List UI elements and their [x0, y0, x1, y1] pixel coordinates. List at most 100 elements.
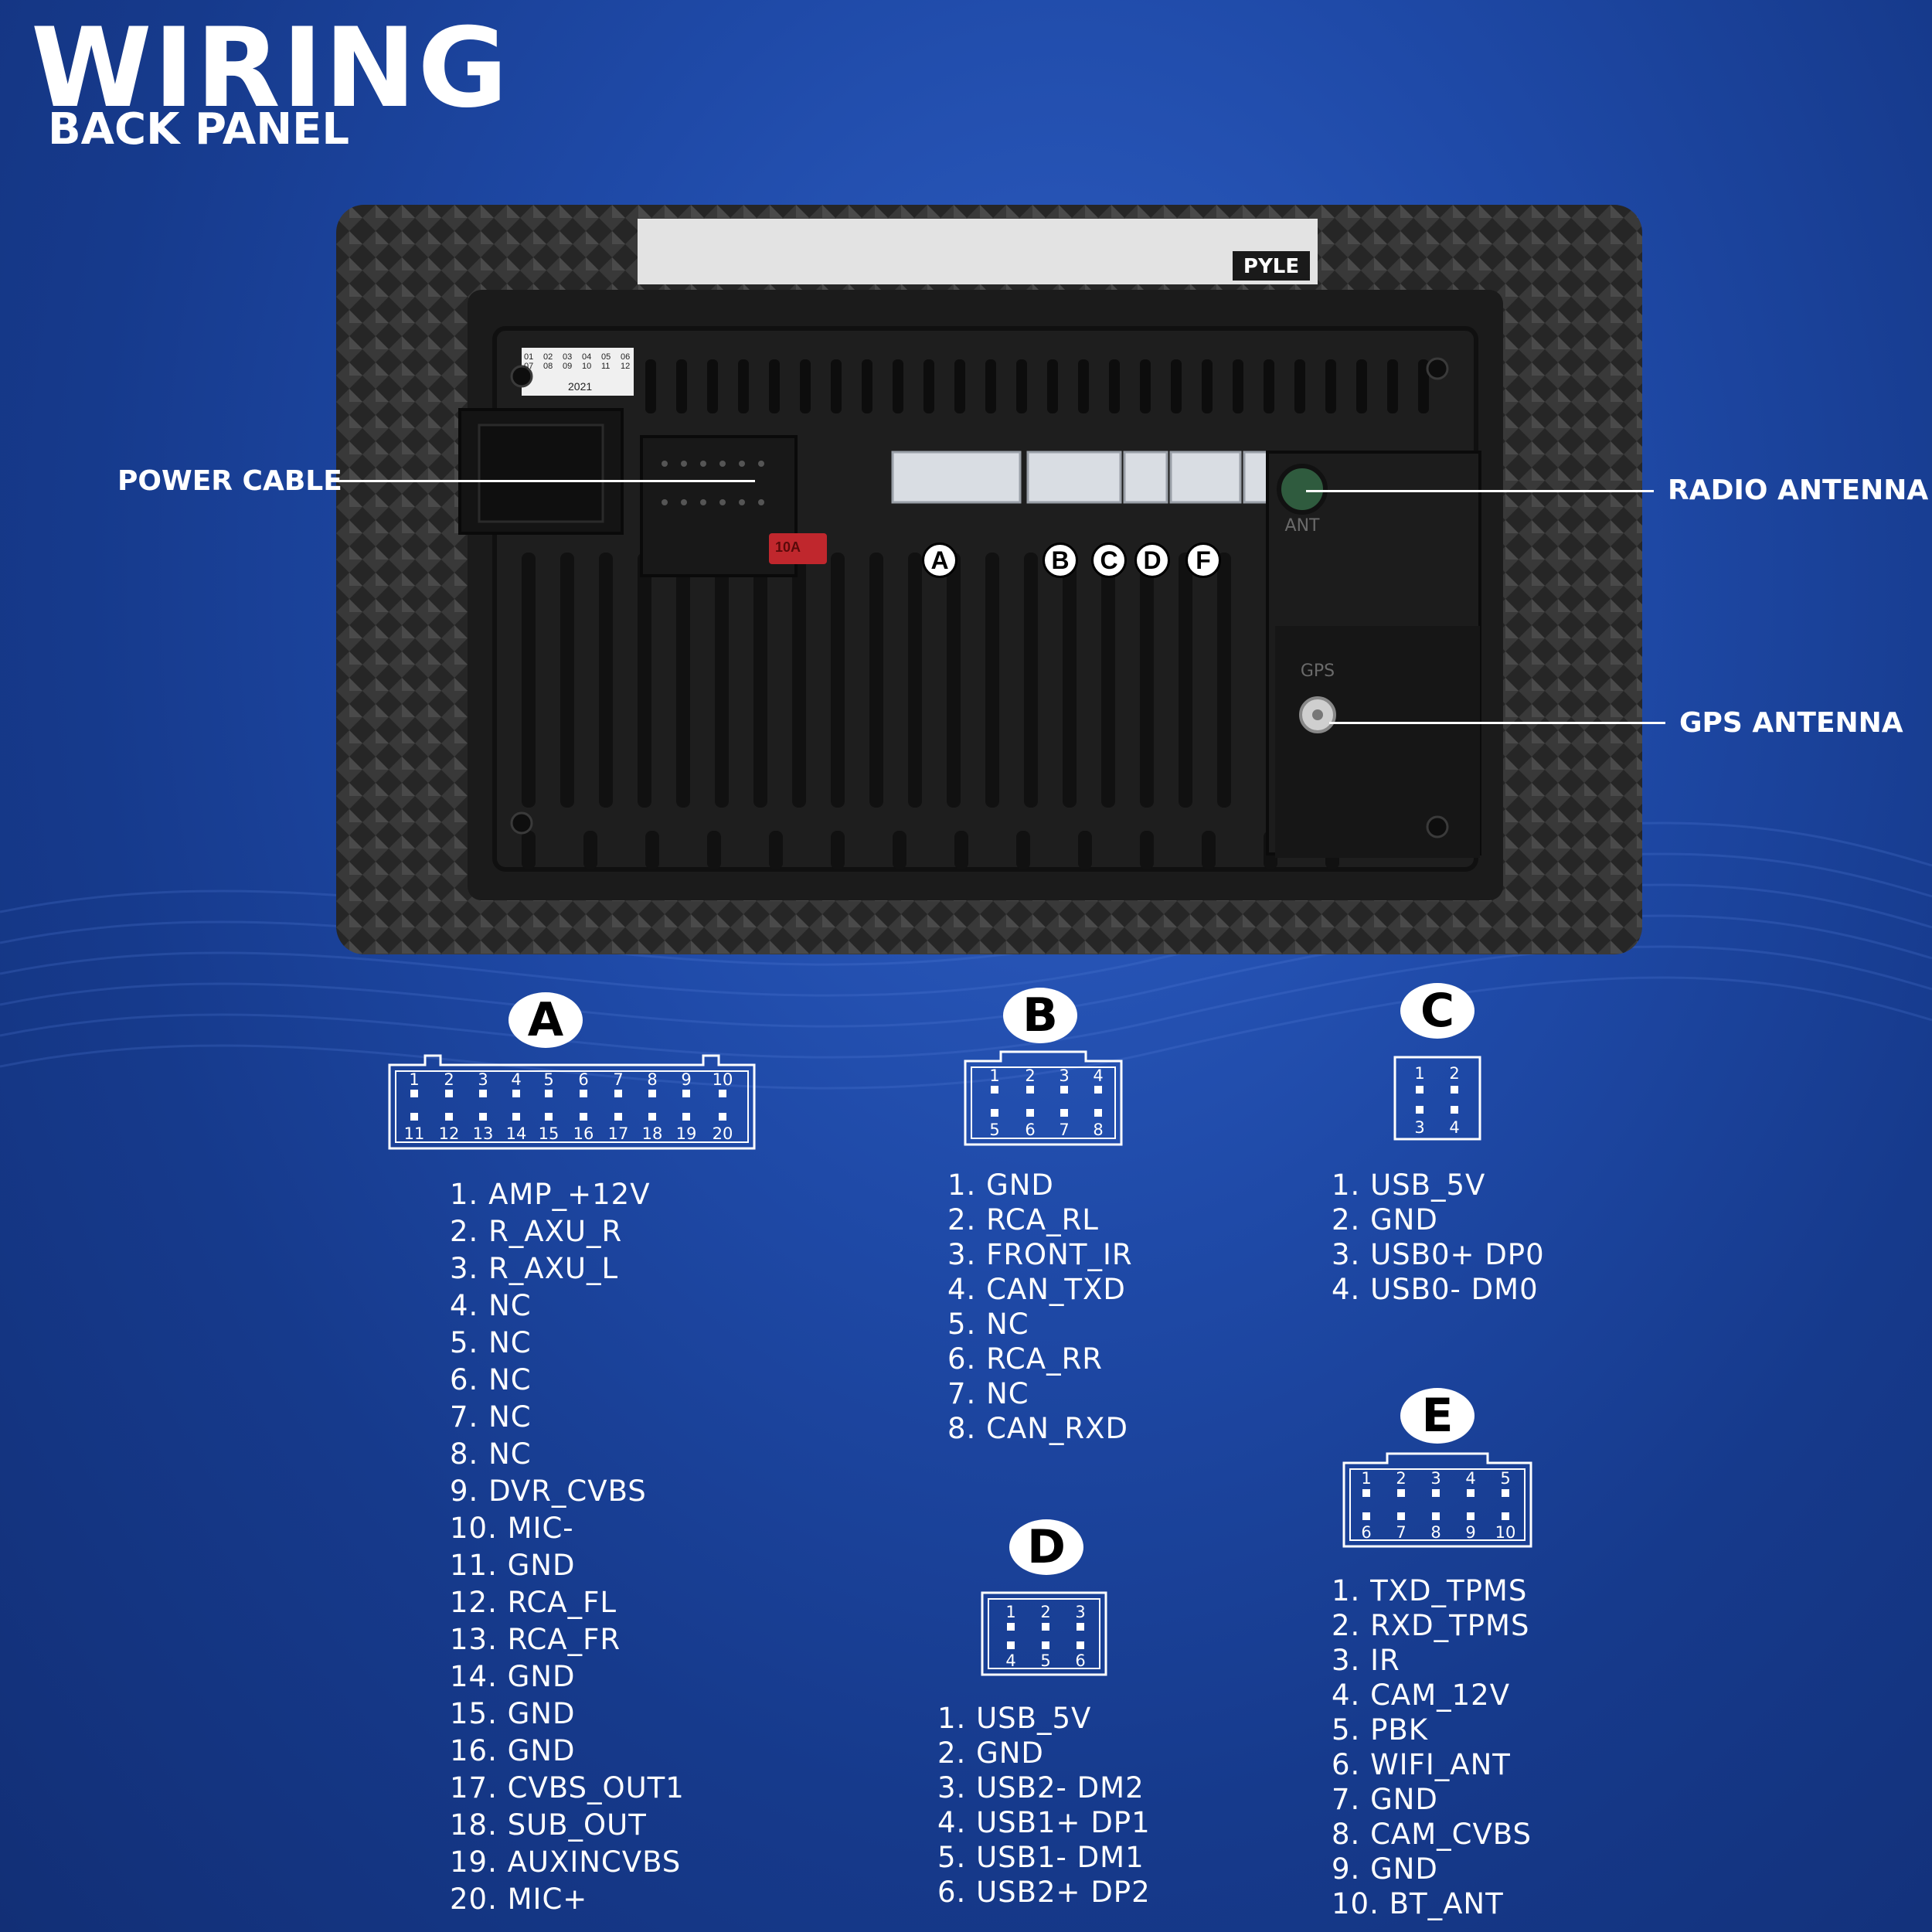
pin-number: 19 [676, 1124, 697, 1143]
pin-number: 6 [1025, 1121, 1035, 1139]
pin-entry: 1. GND [947, 1168, 1054, 1202]
sticker-number: 10 [582, 362, 592, 371]
gps-antenna-leader [1329, 722, 1665, 724]
brand-logo: PYLE [1243, 255, 1299, 278]
pin-number: 18 [642, 1124, 663, 1143]
pin-number: 13 [473, 1124, 494, 1143]
pin-entry: 18. SUB_OUT [450, 1808, 647, 1842]
pin-number: 3 [1059, 1066, 1069, 1085]
pin-entry: 4. CAM_12V [1332, 1679, 1511, 1712]
pin-entry: 2. GND [937, 1736, 1044, 1770]
pin-entry: 7. NC [947, 1377, 1029, 1410]
device-back-panel: PYLE ANT GPS [336, 205, 1642, 954]
pin-number: 4 [1465, 1469, 1475, 1488]
connector-a-badge: A [509, 992, 583, 1048]
fuse [769, 533, 827, 564]
date-sticker [522, 348, 634, 396]
pin-number: 17 [608, 1124, 629, 1143]
connector-b-diagram: 1 2 3 4 5 6 7 8 [964, 1050, 1123, 1146]
pin-number: 3 [1414, 1118, 1424, 1137]
pin-entry: 3. USB2- DM2 [937, 1771, 1145, 1804]
pin-entry: 5. PBK [1332, 1713, 1429, 1747]
pin-entry: 5. USB1- DM1 [937, 1841, 1145, 1874]
pin-entry: 15. GND [450, 1697, 576, 1730]
connector-a-diagram: 1 2 3 4 5 6 7 8 9 10 11 12 13 14 15 16 1… [388, 1054, 756, 1150]
pin-number: 11 [404, 1124, 425, 1143]
pin-entry: 8. CAN_RXD [947, 1412, 1128, 1445]
pin-entry: 8. NC [450, 1437, 532, 1471]
pin-entry: 7. GND [1332, 1783, 1438, 1816]
pin-number: 16 [573, 1124, 594, 1143]
pin-number: 2 [1396, 1469, 1406, 1488]
pin-number: 1 [1361, 1469, 1371, 1488]
pin-number: 7 [1059, 1121, 1069, 1139]
connector-d-diagram: 1 2 3 4 5 6 [981, 1591, 1107, 1676]
pin-number: 6 [578, 1070, 588, 1089]
sticker-number: 05 [601, 352, 611, 362]
pin-entry: 1. USB_5V [937, 1702, 1092, 1735]
pin-number: 1 [409, 1070, 419, 1089]
port-d-badge: D [1134, 543, 1170, 578]
sticker-number: 04 [582, 352, 592, 362]
pin-number: 5 [989, 1121, 999, 1139]
port-b-badge: B [1043, 543, 1078, 578]
sticker-number: 09 [563, 362, 573, 371]
pin-number: 1 [989, 1066, 999, 1085]
connector-d-badge: D [1009, 1519, 1083, 1575]
pin-entry: 4. NC [450, 1289, 532, 1322]
pin-number: 4 [1005, 1651, 1015, 1670]
pin-entry: 20. MIC+ [450, 1883, 588, 1916]
pin-number: 2 [1025, 1066, 1035, 1085]
sticker-number: 11 [601, 362, 611, 371]
pin-entry: 1. AMP_+12V [450, 1178, 651, 1211]
sticker-year: 2021 [568, 380, 593, 393]
pin-entry: 6. USB2+ DP2 [937, 1876, 1151, 1909]
radio-antenna-leader [1306, 490, 1654, 492]
radio-antenna-jack [1277, 464, 1328, 515]
pin-entry: 2. RCA_RL [947, 1203, 1099, 1236]
pin-number: 10 [1495, 1523, 1516, 1542]
sticker-number-grid: 01 02 03 04 05 06 07 08 09 10 11 12 [524, 352, 640, 371]
pin-entry: 11. GND [450, 1549, 576, 1582]
pin-number: 10 [713, 1070, 733, 1089]
pin-number: 9 [1465, 1523, 1475, 1542]
pin-entry: 10. BT_ANT [1332, 1887, 1504, 1920]
pin-entry: 16. GND [450, 1734, 576, 1767]
pin-entry: 5. NC [947, 1308, 1029, 1341]
pin-entry: 5. NC [450, 1326, 532, 1359]
pin-number: 4 [1449, 1118, 1459, 1137]
pin-number: 4 [1093, 1066, 1103, 1085]
pin-number: 12 [439, 1124, 460, 1143]
pin-entry: 6. NC [450, 1363, 532, 1396]
connector-b-badge: B [1003, 988, 1077, 1043]
pin-number: 2 [1040, 1603, 1050, 1621]
port-f-badge: F [1185, 543, 1221, 578]
power-cable-leader [326, 480, 755, 482]
pin-entry: 1. TXD_TPMS [1332, 1574, 1528, 1607]
sticker-number: 12 [621, 362, 631, 371]
connector-c-diagram: 1 2 3 4 [1393, 1056, 1481, 1141]
sticker-number: 08 [543, 362, 553, 371]
pin-number: 5 [543, 1070, 553, 1089]
pin-number: 5 [1500, 1469, 1510, 1488]
pin-number: 8 [1430, 1523, 1440, 1542]
connector-e-diagram: 1 2 3 4 5 6 7 8 9 10 [1342, 1452, 1532, 1548]
pin-number: 7 [1396, 1523, 1406, 1542]
sticker-number: 03 [563, 352, 573, 362]
port-d-housing [1169, 451, 1242, 504]
wiring-sticker [638, 219, 1318, 284]
pin-entry: 6. RCA_RR [947, 1342, 1103, 1376]
pin-number: 6 [1075, 1651, 1085, 1670]
pin-entry: 2. GND [1332, 1203, 1438, 1236]
pin-entry: 4. CAN_TXD [947, 1273, 1126, 1306]
pin-entry: 3. IR [1332, 1644, 1400, 1677]
ant-label: ANT [1285, 516, 1321, 536]
pin-entry: 13. RCA_FR [450, 1623, 621, 1656]
fuse-label: 10A [775, 539, 801, 555]
page-subtitle: BACK PANEL [48, 104, 350, 155]
pin-entry: 4. USB0- DM0 [1332, 1273, 1539, 1306]
pin-entry: 19. AUXINCVBS [450, 1845, 682, 1879]
sticker-number: 01 [524, 352, 534, 362]
port-a-badge: A [922, 543, 957, 578]
top-vents [645, 359, 1429, 413]
